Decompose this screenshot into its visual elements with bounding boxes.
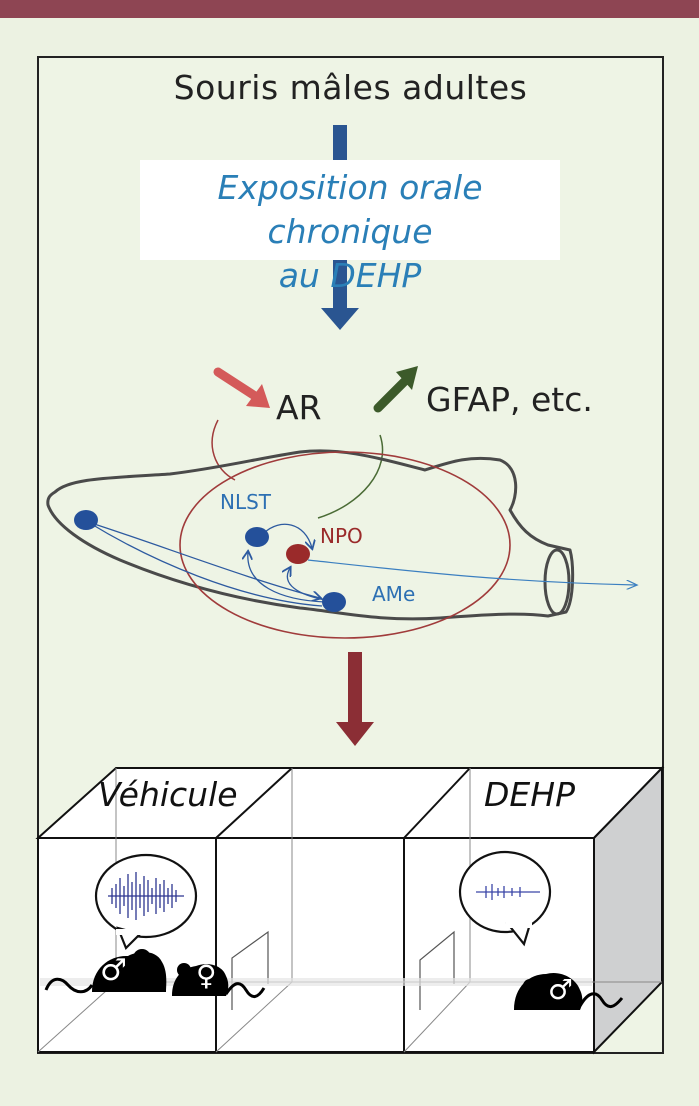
down-arrow-red (336, 652, 374, 746)
exposure-line-2: au DEHP (278, 256, 422, 295)
vocalization-bubble-dehp (458, 850, 552, 947)
gfap-label: GFAP, etc. (426, 380, 593, 419)
down-arrow-top-stem (333, 125, 347, 161)
ame-label: AMe (372, 582, 416, 606)
page-title: Souris mâles adultes (173, 68, 528, 107)
vocalization-bubble-vehicle (94, 853, 198, 950)
projection-olfactory-ame (87, 521, 320, 598)
projection-ame-npo (287, 568, 326, 601)
mouse-female-vehicle (172, 963, 266, 998)
projection-nlst-npo (263, 523, 312, 548)
female-symbol: ♀ (196, 959, 217, 992)
projection-npo-output (307, 559, 636, 585)
projection-olfactory-ame-2 (87, 521, 323, 607)
exposure-line-1: Exposition orale chronique (217, 168, 483, 251)
exposure-text: Exposition orale chronique au DEHP (140, 166, 560, 298)
ar-arrow (213, 367, 270, 408)
nlst-label: NLST (220, 490, 272, 514)
ar-arc (211, 419, 236, 481)
mouse-male-dehp (514, 972, 624, 1010)
projection-ame-nlst (248, 552, 326, 603)
mouse-male-vehicle (44, 949, 167, 994)
dehp-cage-label: DEHP (484, 775, 575, 814)
olfactory-bulb-dot (74, 510, 98, 530)
exposure-box (140, 160, 560, 260)
npo-label: NPO (320, 524, 363, 548)
ame-dot (322, 592, 346, 612)
npo-dot (286, 544, 310, 564)
male-symbol-dehp: ♂ (548, 973, 574, 1006)
male-symbol-vehicle: ♂ (100, 953, 127, 988)
brain-outline (46, 449, 575, 621)
gfap-arc (317, 434, 384, 519)
top-color-bar (0, 0, 699, 18)
down-arrow-blue (321, 260, 359, 330)
nlst-dot (245, 527, 269, 547)
vehicle-cage-label: Véhicule (98, 775, 238, 814)
gfap-arrow (373, 366, 418, 413)
ar-label: AR (276, 388, 322, 427)
region-ellipse (179, 451, 511, 639)
